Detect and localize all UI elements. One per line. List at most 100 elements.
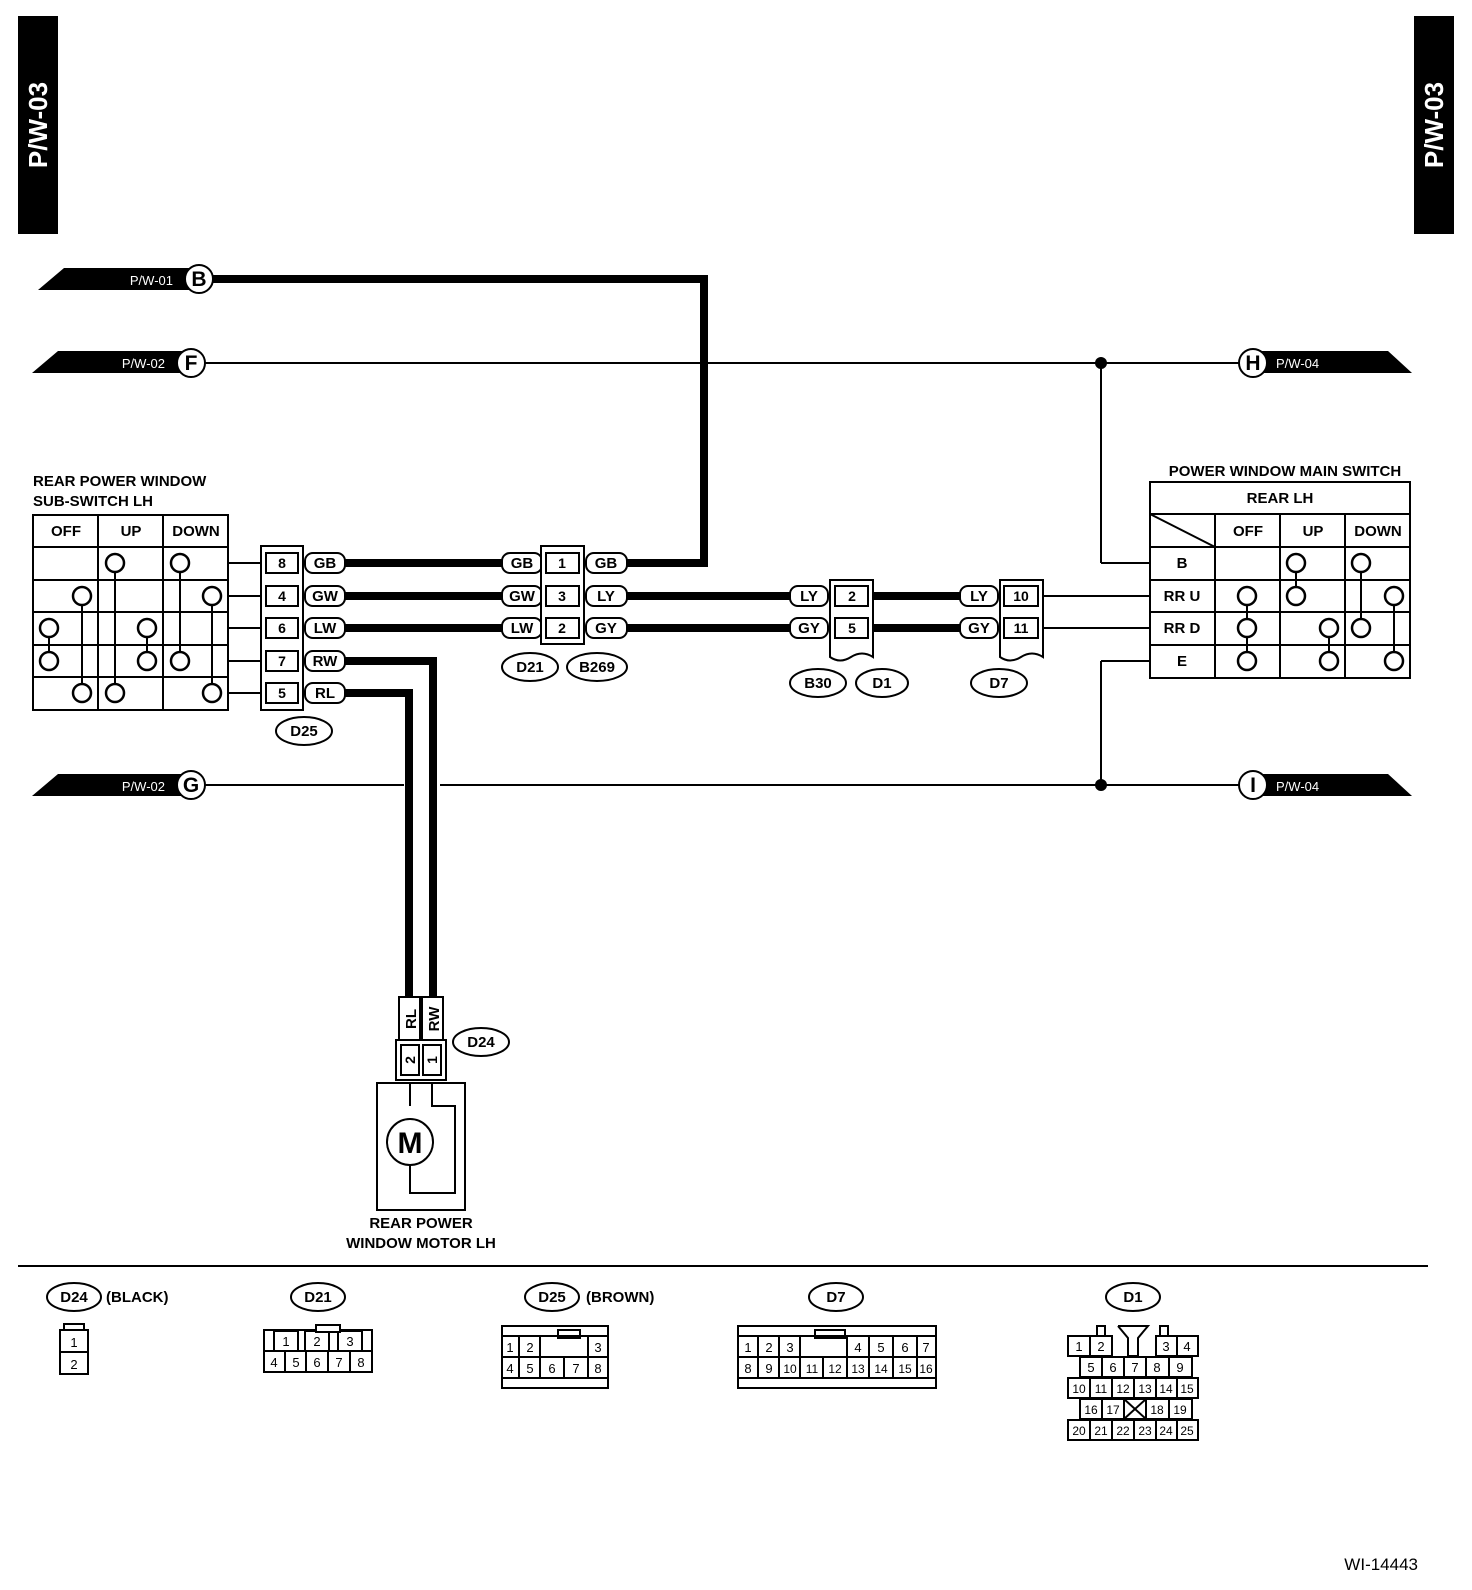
b269-wire-1: GB [595,555,618,572]
page-ref-g: P/W-02 G [32,770,206,800]
legend-d1-name: D1 [1123,1289,1142,1306]
legend-d25-name: D25 [538,1289,566,1306]
legend-d7-p8: 8 [744,1361,751,1376]
legend-d1-p17: 17 [1106,1403,1120,1417]
legend-d24-name: D24 [60,1289,88,1306]
page-ref-g-page: P/W-02 [122,779,165,794]
legend-d21-p7: 7 [335,1355,342,1370]
legend-d1-p18: 18 [1150,1403,1164,1417]
legend-d1-p12: 12 [1116,1382,1130,1396]
page-ref-b-letter: B [191,268,206,291]
connector-d25: 8 4 6 7 5 GB GW LW RW RL D25 [260,545,346,746]
main-switch-subtitle: REAR LH [1247,490,1314,507]
legend-d7-p6: 6 [901,1340,908,1355]
page-ref-f-letter: F [185,352,198,375]
legend-d1-p13: 13 [1138,1382,1152,1396]
legend-d7-p10: 10 [783,1362,797,1376]
sub-col-off: OFF [51,523,81,540]
page-ref-f-page: P/W-02 [122,356,165,371]
legend-d25-p8: 8 [594,1361,601,1376]
main-row-rru: RR U [1164,588,1201,605]
legend-d1-p16: 16 [1084,1403,1098,1417]
main-col-up: UP [1303,523,1324,540]
legend-d25-p3: 3 [594,1340,601,1355]
legend-d1-p21: 21 [1094,1424,1108,1438]
legend-d1-p6: 6 [1109,1360,1116,1375]
left-page-tab: P/W-03 [18,16,58,234]
legend-d7-name: D7 [826,1289,845,1306]
legend-d1: D1 [1067,1282,1199,1441]
legend-d24-pin-2: 2 [70,1357,77,1372]
legend-d7-p13: 13 [851,1362,865,1376]
legend-d1-p2: 2 [1097,1339,1104,1354]
d24-wire-2: RW [426,1006,443,1032]
d25-pin-4: 7 [278,653,286,669]
legend-d25-note: (BROWN) [586,1289,654,1306]
legend-d1-p7: 7 [1131,1360,1138,1375]
legend-d25-p7: 7 [572,1361,579,1376]
b30-label: B30 [804,675,832,692]
legend-d21-p1: 1 [282,1334,289,1349]
legend-d24-note: (BLACK) [106,1289,168,1306]
legend-d1-p5: 5 [1087,1360,1094,1375]
main-row-b: B [1177,555,1188,572]
legend-d7-p14: 14 [874,1362,888,1376]
legend-d24: D24 (BLACK) 1 2 [46,1282,168,1375]
b269-label: B269 [579,659,615,676]
legend-d1-p4: 4 [1183,1339,1190,1354]
d24-label: D24 [467,1034,495,1051]
d25-pin-5: 5 [278,685,286,701]
d25-pin-2: 4 [278,588,286,604]
sub-col-down: DOWN [172,523,220,540]
page-ref-i-page: P/W-04 [1276,779,1319,794]
b30-pin-1: 2 [848,588,856,604]
page-ref-h-page: P/W-04 [1276,356,1319,371]
legend-d1-p14: 14 [1159,1382,1173,1396]
right-page-tab: P/W-03 [1414,16,1454,234]
d7-to-main-switch [1043,595,1150,629]
legend-d7-p3: 3 [786,1340,793,1355]
legend-d1-p25: 25 [1180,1424,1194,1438]
legend-d1-p20: 20 [1072,1424,1086,1438]
page-ref-h: P/W-04 H [1238,348,1412,378]
legend-d25-p4: 4 [506,1361,513,1376]
legend-d21-name: D21 [304,1289,332,1306]
legend-d1-p1: 1 [1075,1339,1082,1354]
legend-d21-p4: 4 [270,1355,277,1370]
motor-symbol: M [398,1127,423,1160]
bus-lines [205,357,1239,791]
sub-switch-title-1: REAR POWER WINDOW [33,473,207,490]
main-switch: POWER WINDOW MAIN SWITCH REAR LH OFF UP … [1149,463,1411,679]
legend-d21-p2: 2 [313,1334,320,1349]
d25-wire-2: GW [312,588,339,605]
legend-d1-p10: 10 [1072,1382,1086,1396]
legend-d7: D7 1 2 3 4 5 6 7 8 [737,1282,937,1389]
d21-pin-2: 3 [558,588,566,604]
motor-label-2: WINDOW MOTOR LH [346,1235,496,1252]
legend-d7-p9: 9 [765,1361,772,1376]
left-tab-label: P/W-03 [23,82,53,168]
page-ref-i-letter: I [1250,774,1256,797]
d25-pin-3: 6 [278,620,286,636]
legend-d24-pin-1: 1 [70,1335,77,1350]
legend-d21-p5: 5 [292,1355,299,1370]
d21-wire-1: GB [511,555,534,572]
legend-d21: D21 1 2 3 4 5 6 7 8 [263,1282,373,1373]
d21-pin-1: 1 [558,555,566,571]
legend-d1-p8: 8 [1153,1360,1160,1375]
legend-d1-p11: 11 [1095,1382,1108,1396]
legend-d25-p6: 6 [548,1361,555,1376]
sub-col-up: UP [121,523,142,540]
d25-pin-1: 8 [278,555,286,571]
d7-wire-2: GY [968,620,990,637]
legend-d1-p19: 19 [1173,1403,1187,1417]
legend-d21-p8: 8 [357,1355,364,1370]
figure-id: WI-14443 [1344,1555,1418,1574]
d24-wire-1: RL [403,1009,420,1029]
rear-window-motor-lh: RL RW D24 2 1 M REAR POWER WINDOW MOTOR … [346,996,510,1252]
main-row-e: E [1177,653,1187,670]
legend-d1-p22: 22 [1116,1424,1130,1438]
main-col-off: OFF [1233,523,1263,540]
legend-d7-p12: 12 [828,1362,842,1376]
legend-d1-p9: 9 [1176,1360,1183,1375]
